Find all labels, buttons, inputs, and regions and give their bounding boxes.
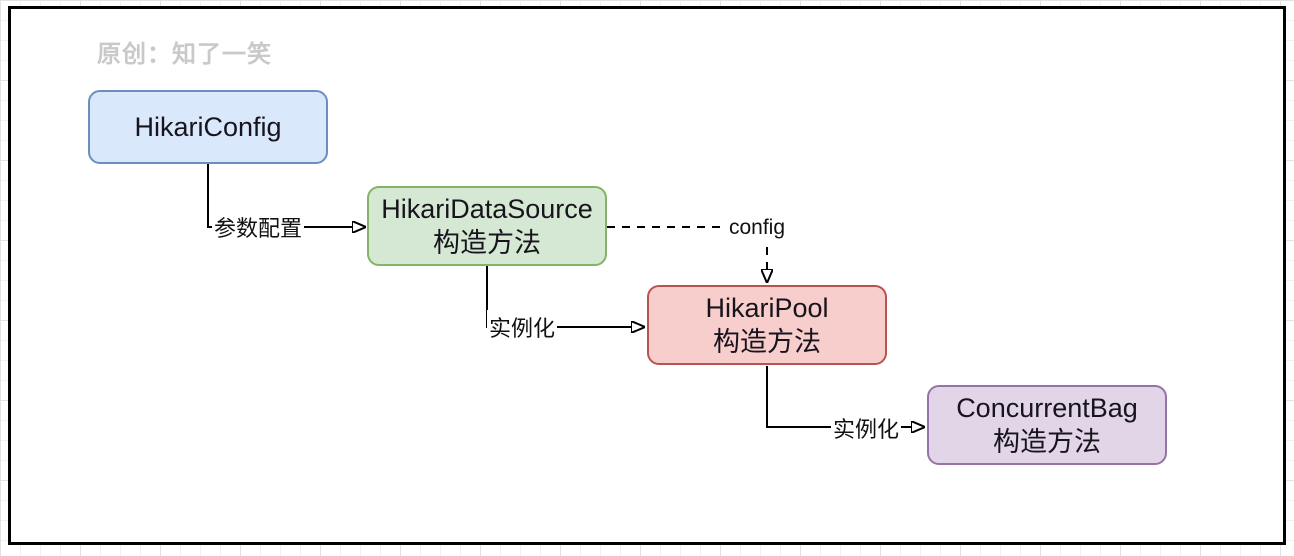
node-title: HikariPool (705, 293, 829, 323)
node-title: HikariConfig (134, 112, 282, 142)
watermark-text: 原创：知了一笑 (97, 41, 272, 68)
node-hikari-pool-constructor: HikariPool 构造方法 (647, 285, 887, 365)
node-subtitle: 构造方法 (713, 327, 821, 357)
node-subtitle: 构造方法 (993, 427, 1101, 457)
node-subtitle: 构造方法 (433, 228, 541, 258)
node-concurrent-bag-constructor: ConcurrentBag 构造方法 (927, 385, 1167, 465)
node-title: HikariDataSource (381, 194, 593, 224)
node-hikari-datasource-constructor: HikariDataSource 构造方法 (367, 186, 607, 266)
node-title: ConcurrentBag (956, 393, 1138, 423)
edge-label-params-config: 参数配置 (211, 210, 305, 244)
edge-label-config: config (726, 215, 788, 241)
edge-label-instantiate-bag: 实例化 (830, 411, 902, 445)
node-hikari-config: HikariConfig (88, 90, 328, 164)
edge-label-instantiate-pool: 实例化 (486, 310, 558, 344)
